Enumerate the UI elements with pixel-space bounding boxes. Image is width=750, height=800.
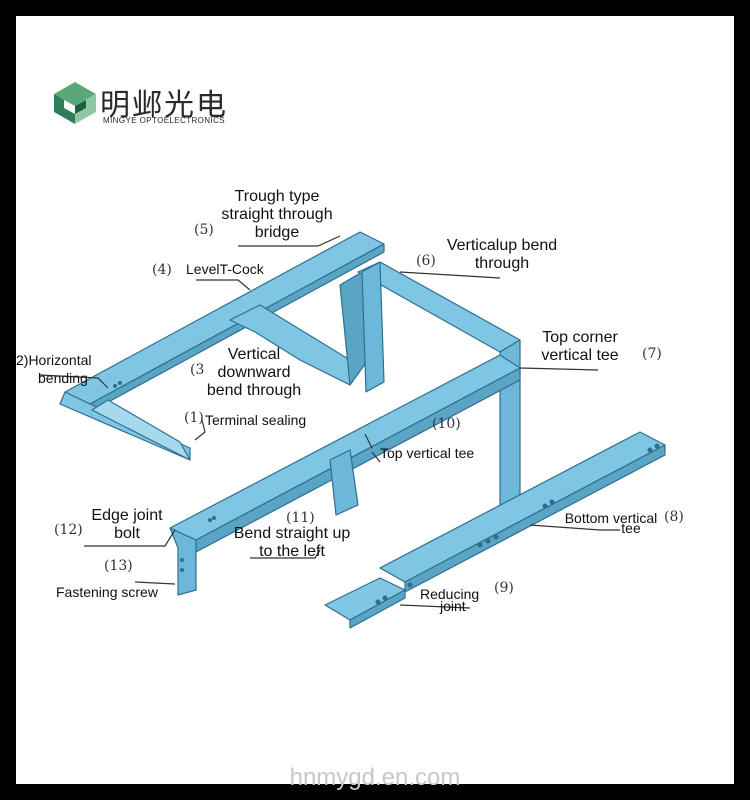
number-9: (9) <box>494 580 514 596</box>
number-11: (11) <box>286 510 315 526</box>
number-4: (4) <box>152 262 172 278</box>
number-6: (6) <box>416 253 436 269</box>
number-7: (7) <box>642 346 662 362</box>
label-terminal-sealing: Terminal sealing <box>205 411 306 429</box>
number-5: (5) <box>194 222 214 238</box>
label-fastening-screw: Fastening screw <box>56 583 158 601</box>
label-top-vertical-tee: Top vertical tee <box>380 444 474 462</box>
label-level-tcock: LevelT-Cock <box>186 260 264 278</box>
number-10: (10) <box>432 416 461 432</box>
number-8: (8) <box>664 509 684 525</box>
watermark: hnmygd.en.com <box>0 764 750 792</box>
number-12: (12) <box>54 522 83 538</box>
number-1: (1) <box>184 410 204 426</box>
number-13: (13) <box>104 558 133 574</box>
